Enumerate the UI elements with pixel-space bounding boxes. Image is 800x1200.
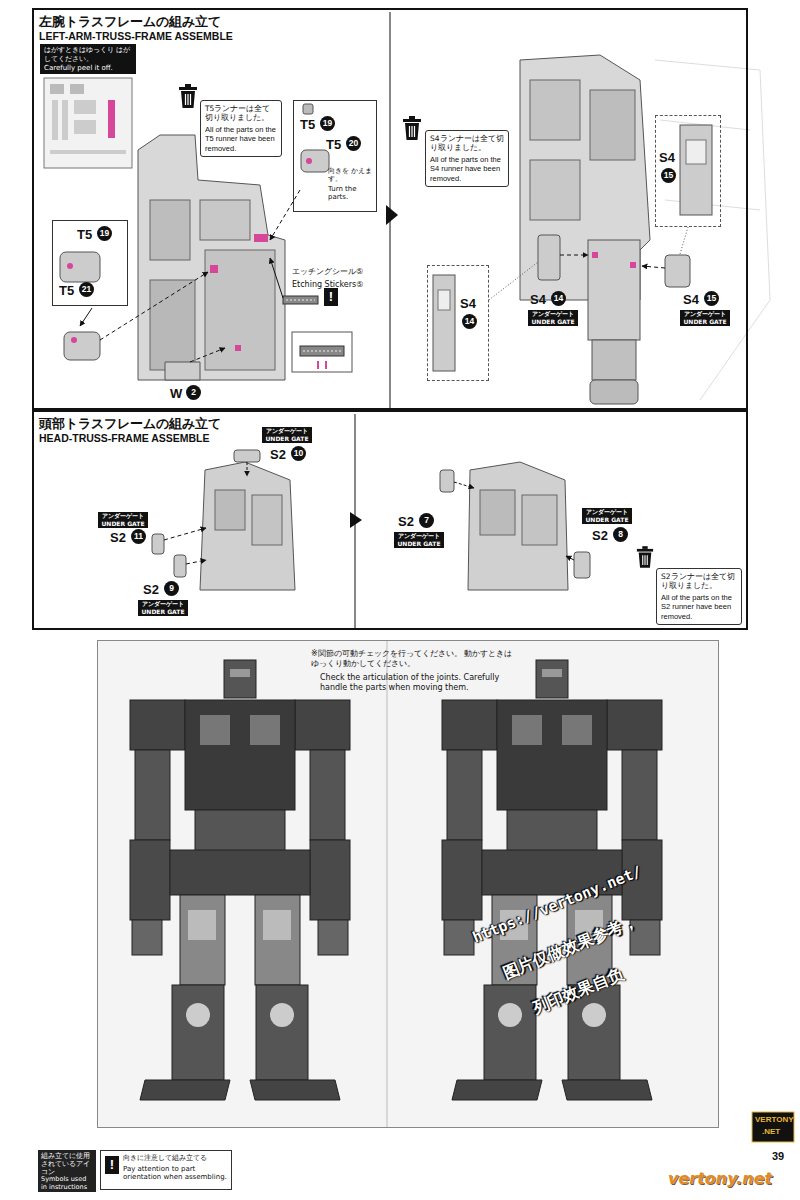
- runner-letter: S2: [143, 582, 159, 597]
- node-text: 19: [97, 226, 112, 241]
- gate-badge: UNDER GATE: [138, 608, 188, 616]
- gate-badge: アンダーゲート: [394, 532, 444, 540]
- parts-box: T519T521: [52, 220, 128, 306]
- node-text: !: [105, 1156, 119, 1174]
- node-text: 左腕トラスフレームの組み立て: [34, 10, 746, 30]
- node-text: 19: [320, 116, 335, 131]
- node-text: All of the parts on the S4 runner have b…: [430, 155, 504, 183]
- callout-number: 8: [613, 527, 628, 542]
- node-text: Turn the parts.: [328, 185, 374, 202]
- node-text: T5: [77, 227, 92, 242]
- runner-letter: S2: [398, 514, 414, 529]
- gate-badge: アンダーゲート: [680, 310, 730, 318]
- runner-letter: S2: [110, 530, 126, 545]
- node-text: はがすときはゆっくり はがしてください。: [44, 46, 132, 64]
- runner-letter: S4: [683, 292, 699, 307]
- callout-number: 10: [291, 446, 306, 461]
- node-text: 頭部トラスフレームの組み立て: [34, 412, 746, 432]
- section-panel: 左腕トラスフレームの組み立てLEFT-ARM-TRUSS-FRAME ASSEM…: [32, 8, 748, 410]
- node-text: S2ランナーは全て切り取りました。: [661, 572, 737, 591]
- node-text: T5: [59, 283, 74, 298]
- callout-number: 9: [164, 581, 179, 596]
- gate-badge: UNDER GATE: [528, 318, 578, 326]
- runner-note: T5ランナーは全て切り取りました。 All of the parts on the…: [200, 100, 282, 157]
- peel-note: はがすときはゆっくり はがしてください。Carefully peel it of…: [40, 44, 136, 74]
- symbol-key: 組み立てに使用 されているアイコンSymbols used in instruc…: [38, 1150, 96, 1192]
- gate-badge: アンダーゲート: [582, 508, 632, 516]
- node-text: HEAD-TRUSS-FRAME ASSEMBLE: [34, 432, 746, 445]
- gate-badge: アンダーゲート: [138, 600, 188, 608]
- node-text: T5: [300, 117, 315, 132]
- callout-number: 7: [419, 513, 434, 528]
- gate-badge: UNDER GATE: [680, 318, 730, 326]
- sticker-label: エッチングシール⑤: [292, 266, 363, 277]
- node-text: Symbols used in instructions: [41, 1176, 93, 1192]
- runner-letter: S2: [270, 447, 286, 462]
- caution-icon: !: [324, 288, 338, 306]
- part-letter: W: [170, 386, 182, 401]
- runner-letter: S4: [530, 292, 546, 307]
- gate-badge: UNDER GATE: [394, 540, 444, 548]
- node-text: All of the parts on the S2 runner have b…: [661, 593, 737, 621]
- gate-badge: アンダーゲート: [98, 512, 148, 520]
- node-text: S4: [659, 150, 675, 165]
- watermark: vertony.net: [668, 1170, 772, 1188]
- callout-number: 15: [704, 291, 719, 306]
- logo-text: VERTONY: [755, 1115, 794, 1125]
- node-text: T5: [326, 137, 341, 152]
- callout-number: 11: [131, 529, 146, 544]
- gate-badge: UNDER GATE: [98, 520, 148, 528]
- gate-badge: アンダーゲート: [528, 310, 578, 318]
- node-text: S4ランナーは全て切り取りました。: [430, 134, 504, 153]
- node-text: ※関節の可動チェックを行ってください。 動かすときはゆっくり動かしてください。: [311, 649, 516, 669]
- node-text: All of the parts on the T5 runner have b…: [205, 125, 277, 153]
- runner-letter: S2: [592, 528, 608, 543]
- gate-badge: UNDER GATE: [262, 435, 312, 443]
- detail-box: S414: [427, 265, 489, 381]
- node-text: T5ランナーは全て切り取りました。: [205, 104, 277, 123]
- logo-text: .NET: [762, 1127, 780, 1137]
- runner-note: S2ランナーは全て切り取りました。 All of the parts on the…: [656, 568, 742, 625]
- node-text: LEFT-ARM-TRUSS-FRAME ASSEMBLE: [34, 30, 746, 43]
- node-text: 21: [79, 282, 94, 297]
- node-text: 20: [346, 136, 361, 151]
- symbol-entry: ! 向きに注意して組み立てる Pay attention to part orien…: [100, 1150, 232, 1190]
- runner-note: S4ランナーは全て切り取りました。 All of the parts on the…: [425, 130, 509, 187]
- node-text: Pay attention to part orientation when a…: [123, 1165, 229, 1182]
- node-text: Carefully peel it off.: [44, 64, 132, 73]
- node-text: 14: [462, 314, 477, 329]
- node-text: Check the articulation of the joints. Ca…: [320, 673, 515, 693]
- callout-number: 14: [551, 291, 566, 306]
- callout-number: 2: [186, 385, 201, 400]
- gate-badge: UNDER GATE: [582, 516, 632, 524]
- node-text: 向きに注意して組み立てる: [123, 1154, 229, 1162]
- page-number: 39: [772, 1150, 784, 1162]
- node-text: S4: [460, 296, 476, 311]
- detail-box: S415: [655, 115, 721, 227]
- gate-badge: アンダーゲート: [262, 427, 312, 435]
- node-text: 組み立てに使用 されているアイコン: [41, 1153, 93, 1176]
- node-text: 向きを かえます。: [328, 167, 374, 184]
- watermark: 列印效果自负: [530, 964, 627, 1019]
- node-text: 15: [661, 168, 676, 183]
- parts-box: T519T520向きを かえます。Turn the parts.: [293, 100, 377, 212]
